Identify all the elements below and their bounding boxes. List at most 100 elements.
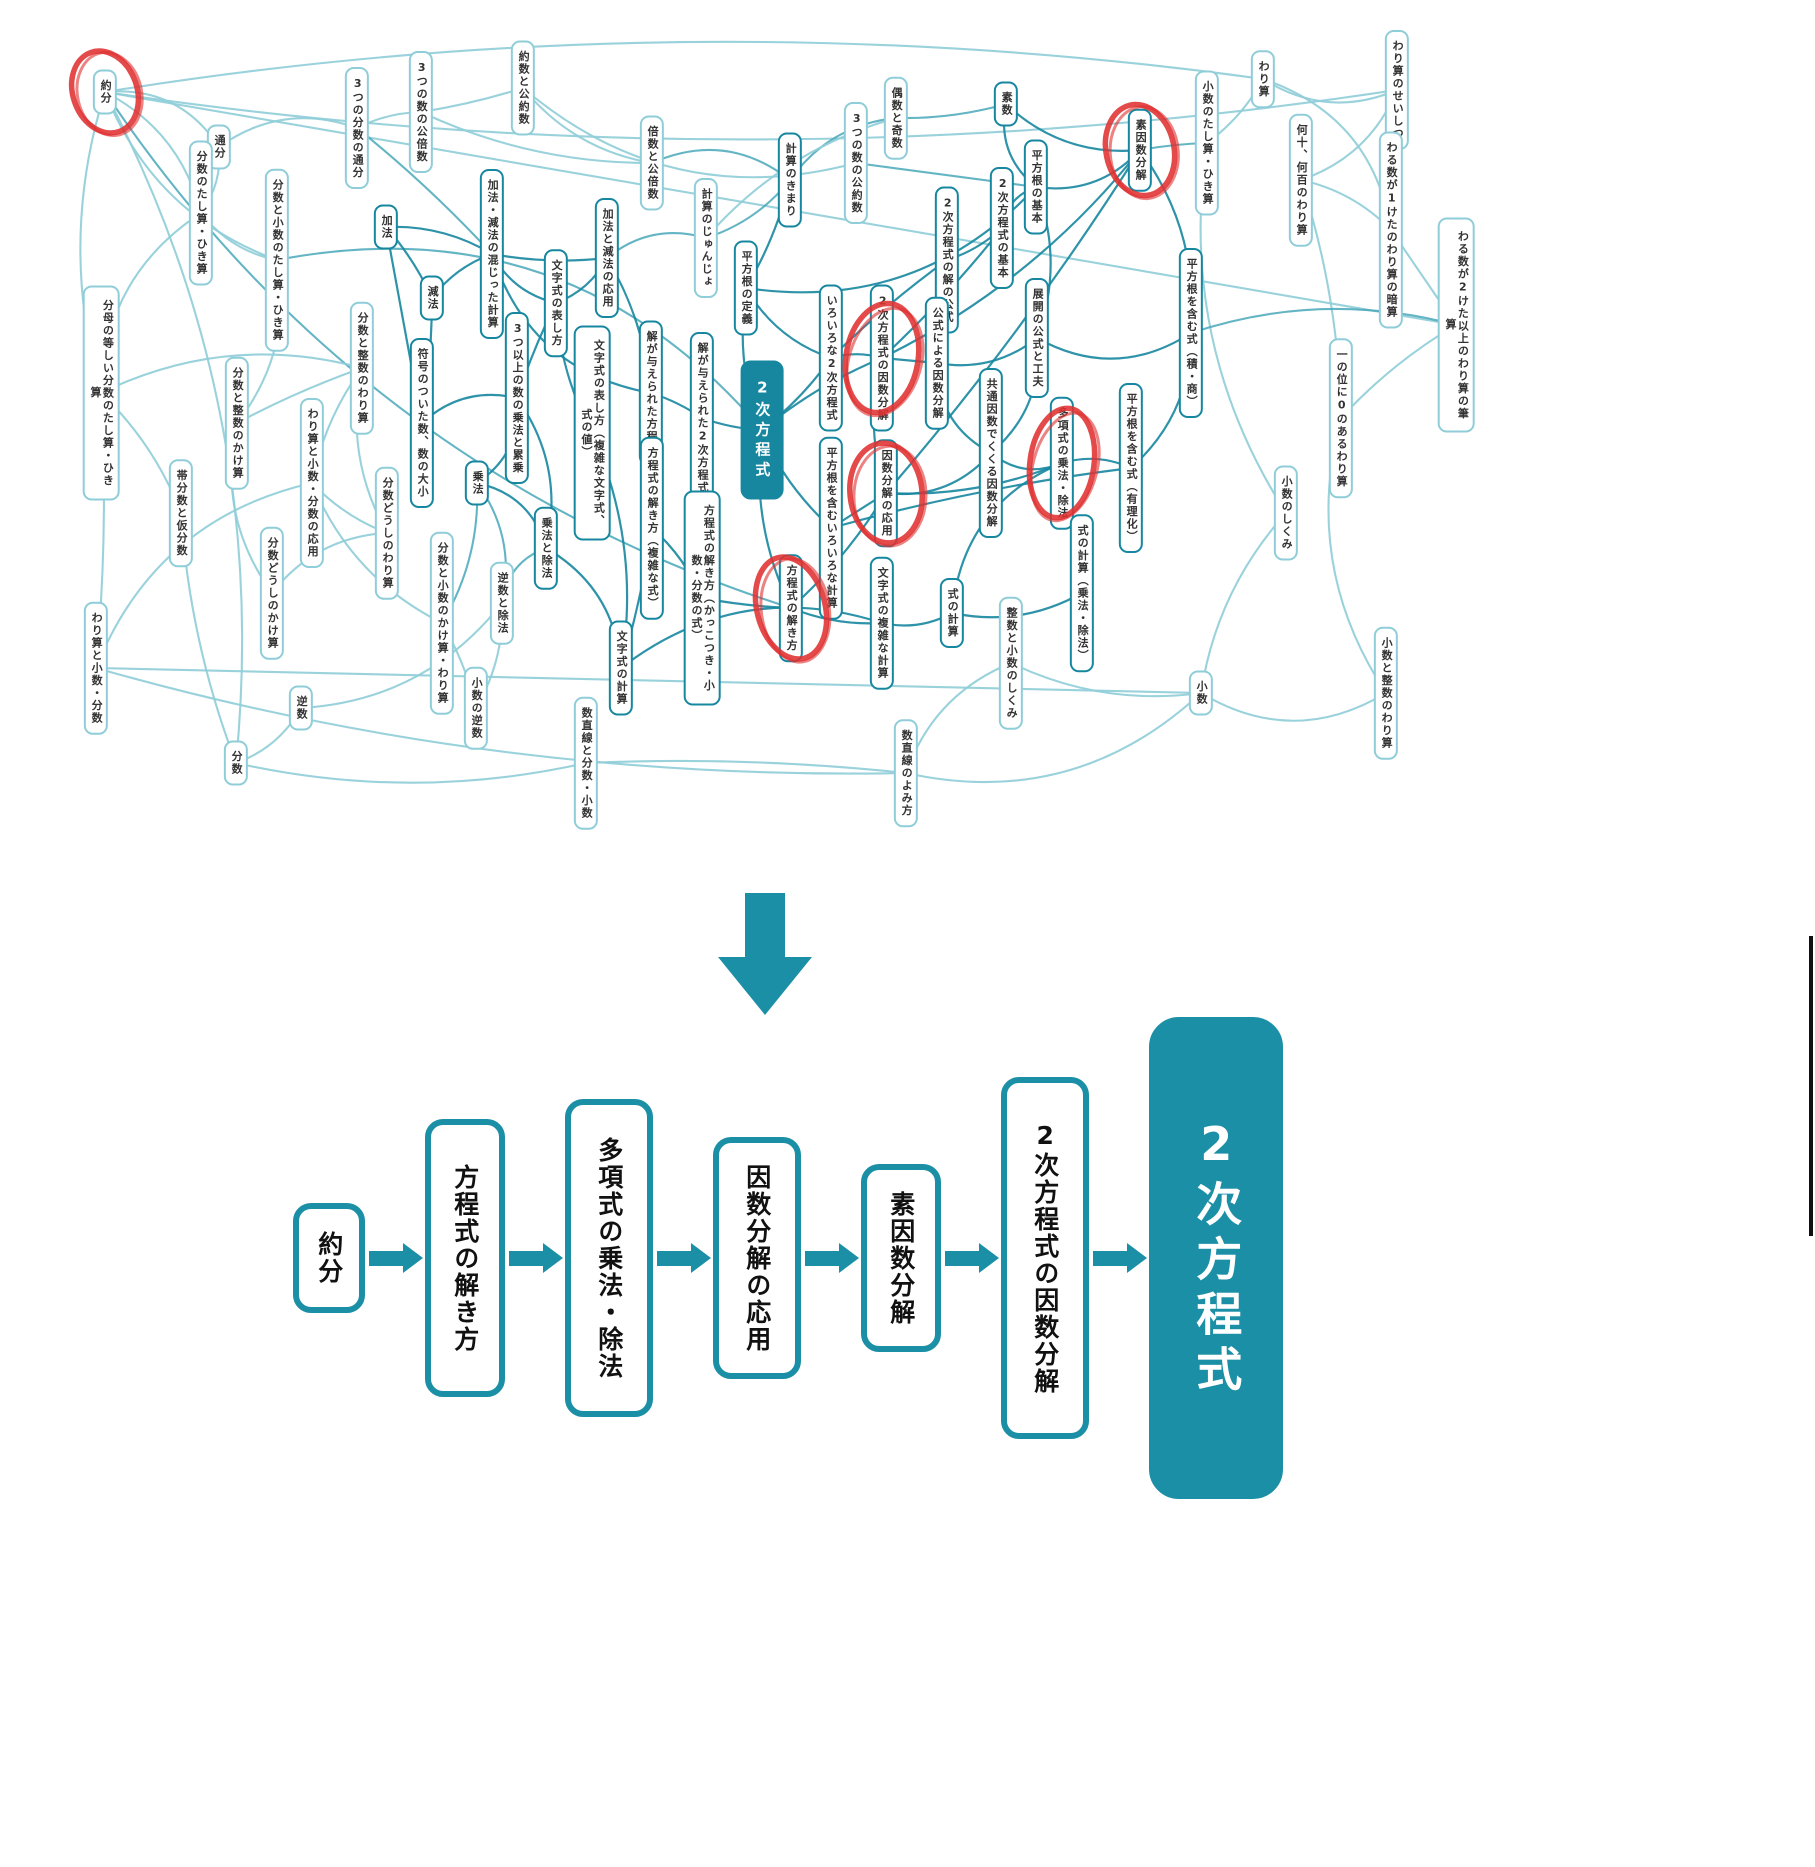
- topic-node-68[interactable]: 逆数: [288, 685, 314, 731]
- flow-step-final: 2次方程式: [1149, 1017, 1283, 1499]
- topic-node-25[interactable]: 加法と減法の応用: [594, 198, 620, 318]
- topic-node-70[interactable]: 文字式の計算: [608, 620, 634, 716]
- topic-node-42[interactable]: 符号のついた数、数の大小: [409, 338, 435, 508]
- topic-node-45[interactable]: 多項式の乗法・除法: [1049, 396, 1075, 530]
- topic-node-60[interactable]: 文字式の複雑な計算: [869, 556, 895, 690]
- topic-node-54[interactable]: 乗法と除法: [533, 506, 559, 590]
- topic-node-center[interactable]: 2次方程式: [740, 360, 784, 500]
- topic-node-14[interactable]: 何十、何百のわり算: [1288, 113, 1314, 247]
- edge-line: [235, 761, 587, 784]
- flow-step-3: 因数分解の応用: [713, 1137, 801, 1379]
- edge-line: [620, 606, 883, 669]
- topic-node-23[interactable]: 加法: [373, 204, 399, 250]
- flow-arrow-icon: [945, 1250, 979, 1266]
- topic-node-24[interactable]: 加法・減法の混じった計算: [479, 169, 505, 339]
- topic-node-12[interactable]: わり算: [1250, 50, 1276, 108]
- topic-node-56[interactable]: 分数どうしのかけ算: [259, 526, 285, 660]
- topic-node-48[interactable]: 乗法: [464, 460, 490, 506]
- topic-node-57[interactable]: 方程式の解き方（複雑な式）: [639, 436, 665, 620]
- topic-node-34[interactable]: 展開の公式と工夫: [1024, 278, 1050, 398]
- topic-node-67[interactable]: 小数と整数のわり算: [1373, 626, 1399, 760]
- topic-node-0[interactable]: 約分: [92, 69, 118, 115]
- topic-node-19[interactable]: 2次方程式の基本: [989, 167, 1015, 289]
- edge-line: [1199, 512, 1287, 694]
- edge-line: [522, 87, 653, 165]
- topic-node-43[interactable]: 分数と整数のかけ算: [224, 356, 250, 490]
- topic-node-44[interactable]: 共通因数でくくる因数分解: [978, 368, 1004, 538]
- edge-line: [95, 666, 907, 775]
- topic-node-3[interactable]: 3つの数の公倍数: [408, 51, 434, 173]
- topic-node-32[interactable]: 2次方程式の因数分解: [869, 284, 895, 432]
- topic-node-35[interactable]: 分母の等しい分数のたし算・ひき算: [82, 285, 120, 501]
- topic-node-26[interactable]: 計算のじゅんじょ: [693, 178, 719, 298]
- topic-node-51[interactable]: 帯分数と仮分数: [168, 459, 194, 567]
- topic-node-22[interactable]: 分数と小数のたし算・ひき算: [264, 168, 290, 352]
- edge-line: [356, 127, 493, 255]
- topic-node-31[interactable]: いろいろな2次方程式: [818, 284, 844, 432]
- flow-arrow-icon: [1093, 1250, 1127, 1266]
- topic-node-30[interactable]: 平方根を含む式（積・商）: [1178, 248, 1204, 418]
- topic-node-36[interactable]: 分数と整数のわり算: [349, 301, 375, 435]
- topic-node-11[interactable]: 小数のたし算・ひき算: [1194, 70, 1220, 216]
- edge-line: [855, 161, 1037, 189]
- topic-node-2[interactable]: 3つの分数の通分: [344, 67, 370, 189]
- topic-node-37[interactable]: 3つ以上の数の乗法と累乗: [504, 312, 530, 484]
- topic-node-27[interactable]: 減法: [419, 275, 445, 321]
- topic-node-49[interactable]: 因数分解の応用: [873, 439, 899, 547]
- edge-line: [585, 759, 907, 775]
- topic-node-53[interactable]: 分数どうしのわり算: [374, 466, 400, 600]
- down-arrow-shaft: [745, 893, 785, 959]
- topic-node-73[interactable]: 数直線のよみ方: [893, 719, 919, 827]
- topic-node-55[interactable]: 式の計算（乗法・除法）: [1069, 514, 1095, 672]
- edge-line: [905, 692, 1202, 784]
- topic-node-9[interactable]: 素数: [993, 81, 1019, 127]
- topic-node-8[interactable]: 偶数と奇数: [883, 76, 909, 160]
- edge-line: [104, 91, 244, 764]
- topic-node-62[interactable]: 逆数と除法: [489, 561, 515, 645]
- topic-node-59[interactable]: 方程式の解き方: [778, 554, 804, 662]
- topic-node-65[interactable]: 整数と小数のしくみ: [998, 596, 1024, 730]
- topic-node-40[interactable]: 解が与えられた2次方程式: [689, 332, 715, 504]
- flow-step-0: 約分: [293, 1203, 365, 1313]
- edge-line: [95, 666, 1202, 695]
- topic-node-15[interactable]: わる数が1けたのわり算の暗算: [1378, 131, 1404, 329]
- topic-node-72[interactable]: 分数: [223, 740, 249, 786]
- topic-node-58[interactable]: 方程式の解き方（かっこつき・小数・分数の式）: [683, 490, 721, 706]
- topic-node-7[interactable]: 3つの数の公約数: [843, 102, 869, 224]
- edge-line: [1036, 332, 1192, 360]
- topic-node-10[interactable]: 素因数分解: [1127, 108, 1153, 192]
- topic-node-66[interactable]: 小数: [1188, 670, 1214, 716]
- topic-node-4[interactable]: 約数と公約数: [510, 40, 536, 136]
- topic-node-18[interactable]: 平方根の基本: [1023, 139, 1049, 235]
- topic-node-16[interactable]: わる数が2けた以上のわり算の筆算: [1437, 217, 1475, 433]
- topic-node-50[interactable]: 平方根を含むいろいろな計算: [818, 436, 844, 620]
- topic-node-13[interactable]: わり算のせいしつ: [1384, 30, 1410, 150]
- edge-line: [236, 367, 363, 424]
- edge-line: [1200, 692, 1387, 722]
- edge-line: [522, 87, 857, 179]
- topic-node-69[interactable]: 小数の逆数: [463, 666, 489, 750]
- topic-node-21[interactable]: 分数のたし算・ひき算: [188, 140, 214, 286]
- topic-node-17[interactable]: 一の位に0のあるわり算: [1328, 338, 1354, 498]
- topic-node-46[interactable]: 平方根を含む式（有理化）: [1118, 383, 1144, 553]
- edge-line: [651, 148, 791, 181]
- edge-line: [104, 40, 1264, 94]
- topic-node-52[interactable]: 小数のしくみ: [1273, 465, 1299, 561]
- topic-node-63[interactable]: 分数と小数のかけ算・わり算: [429, 531, 455, 715]
- topic-node-38[interactable]: 文字式の表し方（複雑な文字式、式の値）: [573, 325, 611, 541]
- topic-node-28[interactable]: 文字式の表し方: [543, 249, 569, 357]
- topic-node-64[interactable]: わり算と小数・分数: [83, 601, 109, 735]
- flow-step-1: 方程式の解き方: [425, 1119, 505, 1397]
- topic-node-5[interactable]: 倍数と公倍数: [639, 115, 665, 211]
- topic-node-47[interactable]: わり算と小数・分数の応用: [299, 398, 325, 568]
- topic-node-61[interactable]: 式の計算: [939, 578, 965, 648]
- topic-node-6[interactable]: 計算のきまり: [777, 132, 803, 228]
- topic-node-29[interactable]: 平方根の定義: [733, 240, 759, 336]
- right-edge-line: [1809, 936, 1813, 1236]
- down-arrow-icon: [718, 893, 812, 1017]
- topic-node-33[interactable]: 公式による因数分解: [924, 296, 950, 430]
- topic-node-71[interactable]: 数直線と分数・小数: [573, 696, 599, 830]
